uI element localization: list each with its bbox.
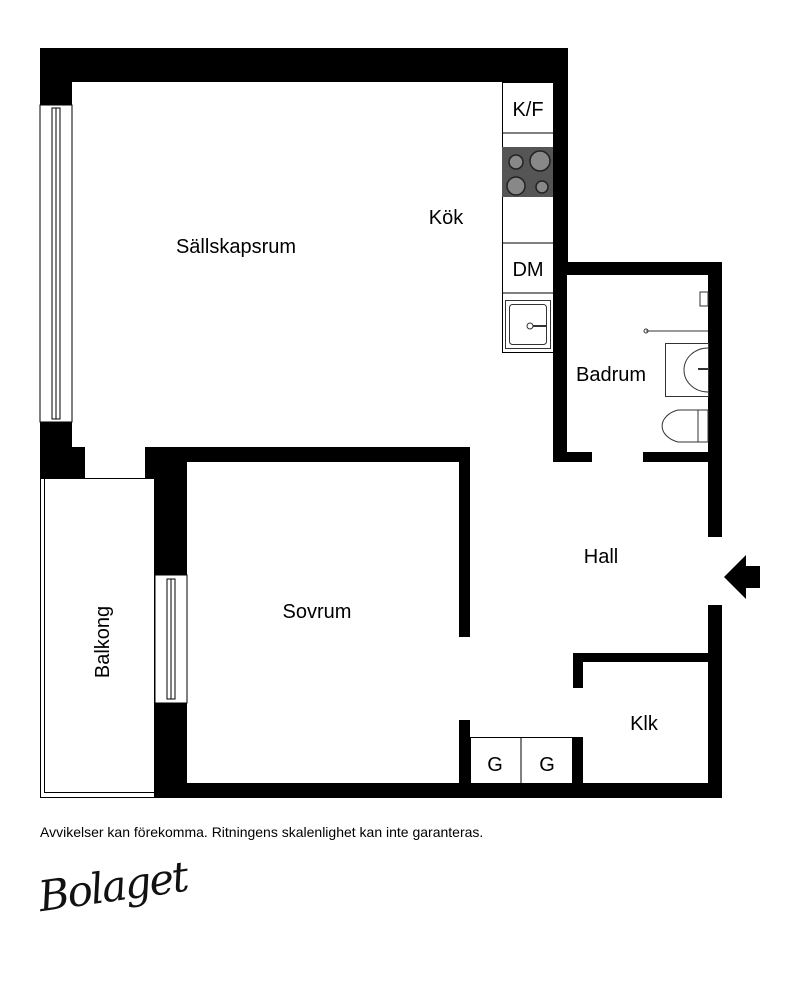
wardrobes xyxy=(470,737,573,784)
walls xyxy=(40,48,722,798)
balcony-outline xyxy=(40,478,155,798)
room-label-hall: Hall xyxy=(584,546,618,568)
kitchen-sink-icon xyxy=(505,300,551,349)
label-dishwasher: DM xyxy=(512,259,543,281)
washbasin-icon xyxy=(665,343,709,397)
disclaimer-text: Avvikelser kan förekomma. Ritningens ska… xyxy=(40,824,484,840)
label-wardrobe-2: G xyxy=(539,754,555,776)
room-label-bathroom: Badrum xyxy=(576,364,646,386)
room-label-living: Sällskapsrum xyxy=(176,236,296,258)
shower-icon xyxy=(643,291,709,334)
room-label-balcony: Balkong xyxy=(92,606,114,678)
room-label-kitchen: Kök xyxy=(429,207,464,229)
kitchen-counter xyxy=(502,82,554,353)
label-wardrobe-1: G xyxy=(487,754,503,776)
room-label-closet: Klk xyxy=(630,713,659,735)
toilet-icon xyxy=(661,409,709,443)
label-fridge-freezer: K/F xyxy=(512,99,543,121)
room-label-bedroom: Sovrum xyxy=(283,601,352,623)
windows xyxy=(39,104,188,704)
bathroom-fixtures xyxy=(643,291,709,443)
stove-icon xyxy=(502,147,553,197)
entrance-arrow-icon xyxy=(724,555,760,599)
